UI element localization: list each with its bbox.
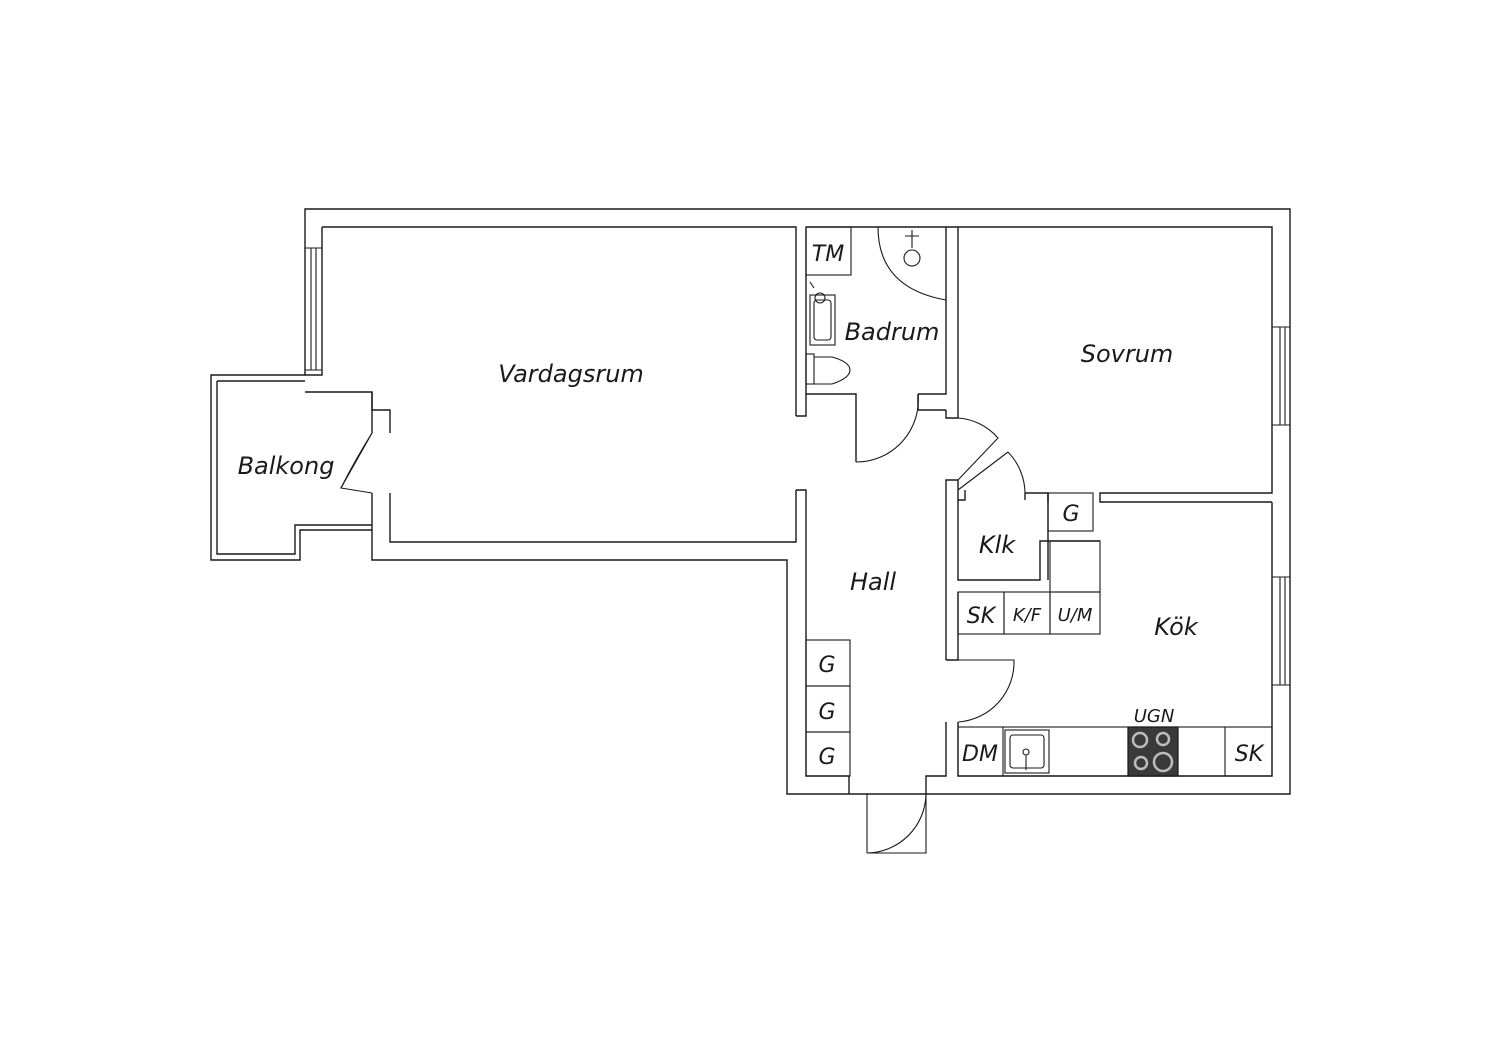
- toilet-icon: [805, 353, 851, 385]
- room-label-balkong: Balkong: [238, 452, 335, 480]
- kitchen-sink-icon: [1004, 729, 1050, 774]
- sink-icon: [809, 281, 836, 346]
- shower-icon: [877, 226, 947, 301]
- room-label-klk: Klk: [979, 531, 1016, 559]
- closet-label-bedroom: G: [1062, 502, 1079, 527]
- tm-label: TM: [812, 242, 844, 267]
- closet-label-hall-3: G: [818, 745, 835, 770]
- um-label: U/M: [1058, 605, 1093, 626]
- room-label-sovrum: Sovrum: [1081, 340, 1174, 368]
- hall-closets: G G G: [805, 639, 851, 777]
- dm-label: DM: [962, 742, 998, 767]
- walls: [210, 208, 1291, 795]
- kitchen-fixtures: SK K/F U/M DM SK UGN: [957, 540, 1273, 777]
- stove-icon: [1127, 726, 1179, 777]
- room-label-badrum: Badrum: [845, 318, 940, 346]
- doors: [340, 393, 1026, 854]
- bathroom-fixtures: TM Badrum: [805, 226, 947, 385]
- room-label-vardagsrum: Vardagsrum: [498, 360, 644, 388]
- room-labels: Vardagsrum Sovrum Balkong Hall Klk Kök: [238, 340, 1199, 641]
- ugn-label: UGN: [1134, 706, 1175, 727]
- closet-label-hall-2: G: [818, 700, 835, 725]
- closet-label-hall-1: G: [818, 653, 835, 678]
- room-label-kok: Kök: [1154, 613, 1199, 641]
- sk-label-left: SK: [967, 604, 997, 629]
- tm-box: [805, 226, 852, 276]
- sk-label-right: SK: [1235, 742, 1265, 767]
- bedroom-closet: G: [1047, 492, 1094, 532]
- kf-label: K/F: [1013, 605, 1042, 626]
- room-label-hall: Hall: [850, 568, 896, 596]
